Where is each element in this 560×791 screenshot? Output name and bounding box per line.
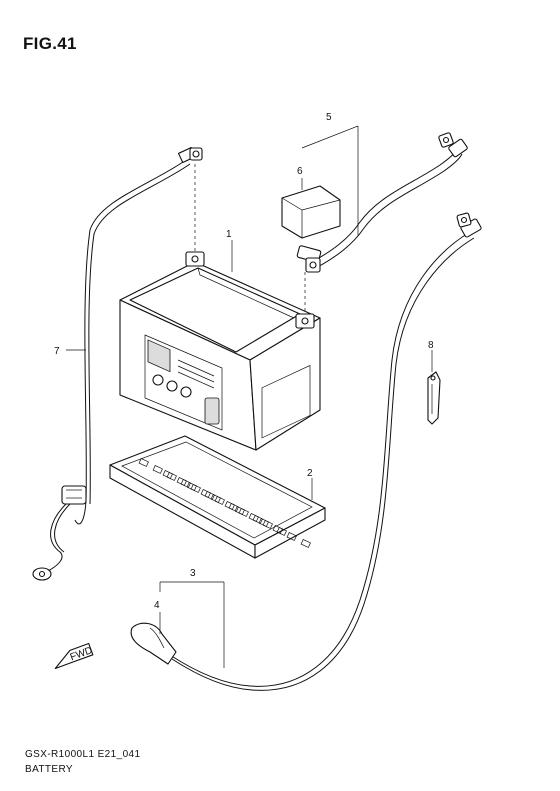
tray-slot: [176, 477, 187, 486]
tray-slot: [238, 508, 249, 517]
callout-2: 2: [307, 468, 313, 479]
leader-lines: [66, 125, 433, 668]
callout-1: 1: [226, 229, 232, 240]
callout-8: 8: [428, 340, 434, 351]
model-code: GSX-R1000L1 E21_041: [25, 749, 141, 760]
battery[interactable]: [119, 164, 321, 451]
fwd-label: FWD: [69, 645, 94, 663]
tray-slot: [204, 491, 215, 500]
tray-slot: [248, 513, 259, 522]
terminal-cover[interactable]: [281, 185, 341, 239]
terminal-boot[interactable]: [130, 622, 177, 665]
tray-slot: [258, 518, 269, 527]
battery-clip[interactable]: [427, 371, 441, 425]
tray-slot: [190, 484, 201, 493]
callout-5: 5: [326, 112, 332, 123]
tray-slot: [262, 520, 273, 529]
tray-slot: [224, 501, 235, 510]
tray-slot: [186, 482, 197, 491]
forward-direction-arrow: FWD: [54, 642, 94, 670]
positive-lead-wire[interactable]: [296, 132, 468, 273]
tray-slot: [300, 539, 311, 548]
tray-slot: [276, 527, 287, 536]
callout-7: 7: [54, 346, 60, 357]
tray-slot: [200, 489, 211, 498]
negative-lead-wire[interactable]: [32, 146, 203, 581]
battery-tray[interactable]: [109, 435, 326, 559]
tray-slot: [228, 503, 239, 512]
figure-title: FIG.41: [23, 34, 77, 53]
callout-numbers: 1 2 3 4 5 6 7 8: [54, 112, 434, 611]
callout-3: 3: [190, 568, 196, 579]
tray-slot: [252, 515, 263, 524]
tray-slot: [166, 472, 177, 481]
positive-cable[interactable]: [169, 212, 482, 691]
tray-slot: [152, 465, 163, 474]
callout-6: 6: [297, 166, 303, 177]
tray-slot: [162, 470, 173, 479]
group-name: BATTERY: [25, 764, 73, 775]
tray-slot: [234, 506, 245, 515]
tray-slot: [210, 494, 221, 503]
tray-slot: [138, 458, 149, 467]
tray-slot: [272, 525, 283, 534]
callout-4: 4: [154, 600, 160, 611]
tray-slot: [286, 532, 297, 541]
tray-slot: [180, 479, 191, 488]
tray-slot: [214, 496, 225, 505]
